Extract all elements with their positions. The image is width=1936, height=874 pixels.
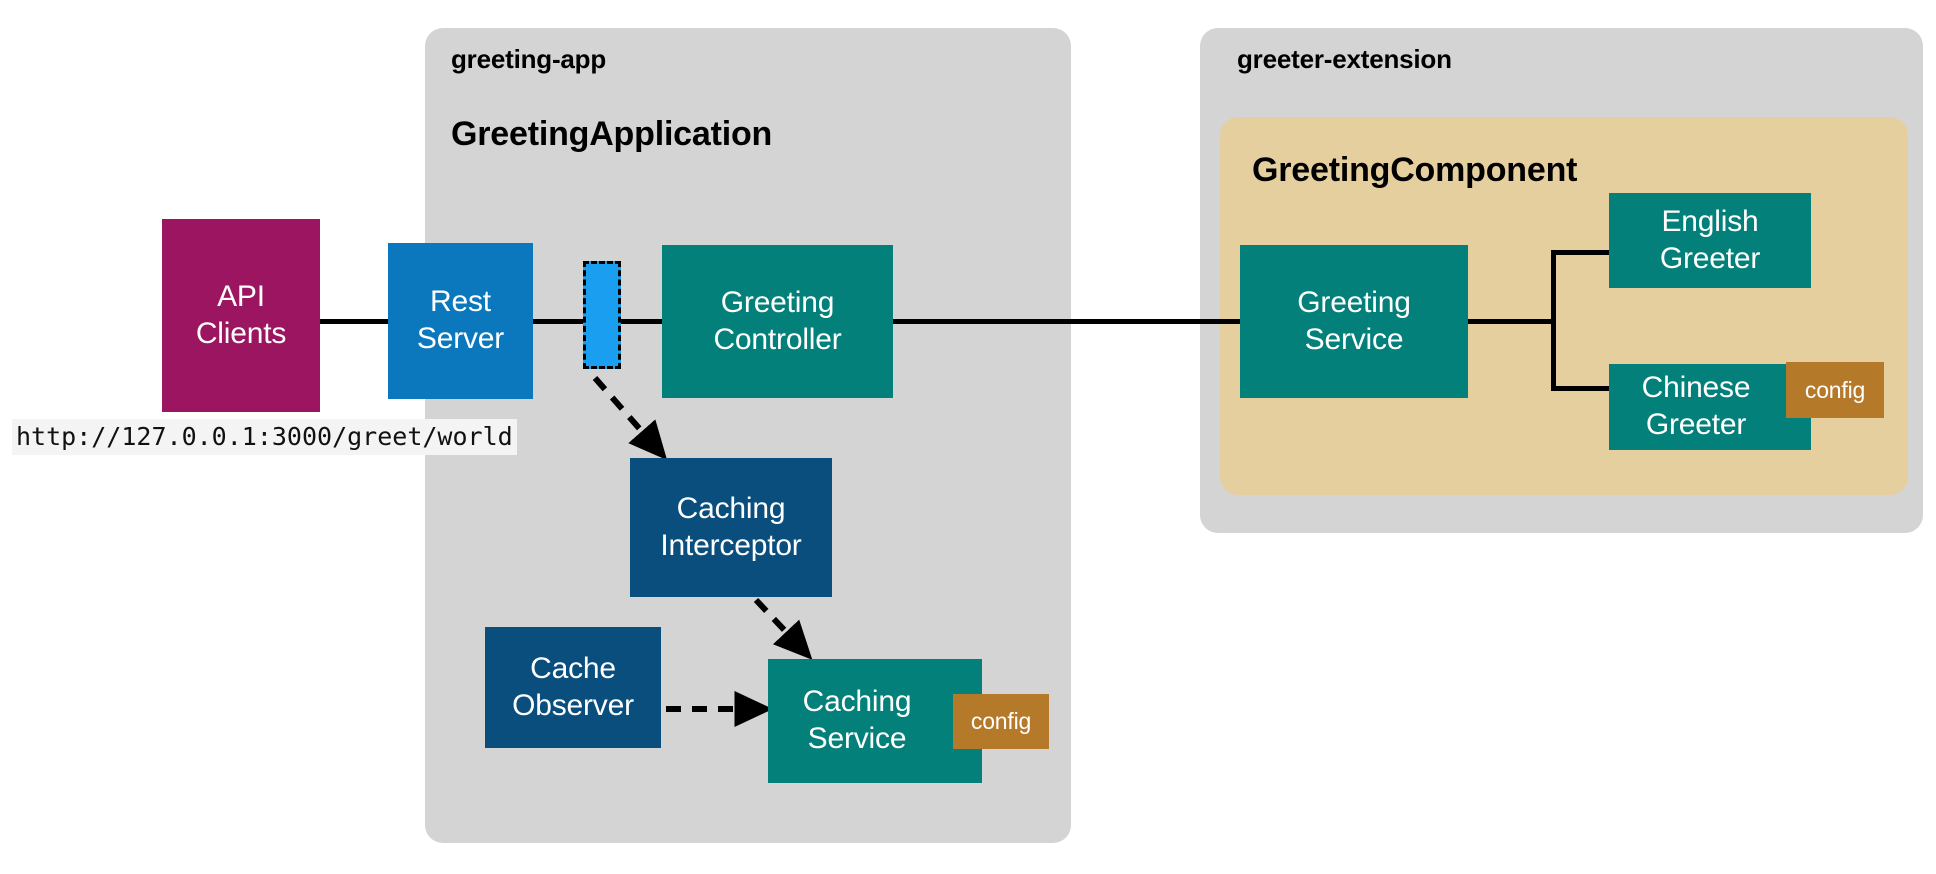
- node-rest-server-line1: Rest: [430, 285, 491, 319]
- node-greeting-service[interactable]: Greeting Service: [1240, 245, 1468, 398]
- node-cache-observer-text: Cache Observer: [512, 651, 634, 724]
- connector-greeting-controller-to-greeting-service: [889, 319, 1244, 324]
- node-caching-interceptor-line2: Interceptor: [660, 528, 802, 562]
- node-caching-service-line2: Service: [807, 722, 907, 755]
- node-interceptor-marker[interactable]: [583, 261, 621, 369]
- node-english-greeter-line1: English: [1661, 204, 1759, 238]
- node-rest-server[interactable]: Rest Server: [388, 243, 533, 399]
- node-api-clients-text: API Clients: [195, 279, 287, 352]
- node-greeting-controller-text: Greeting Controller: [713, 285, 841, 358]
- badge-caching-service-config[interactable]: config: [953, 694, 1049, 749]
- connector-branch-to-chinese-greeter: [1551, 386, 1613, 391]
- node-rest-server-line2: Server: [416, 322, 505, 355]
- node-greeting-service-line1: Greeting: [1297, 285, 1411, 319]
- connector-greeting-service-branch-stem: [1464, 319, 1556, 324]
- connector-api-clients-to-rest-server: [316, 319, 392, 324]
- node-caching-service-line1: Caching: [802, 685, 912, 719]
- node-api-clients[interactable]: API Clients: [162, 219, 320, 412]
- node-cache-observer-line2: Observer: [512, 688, 634, 722]
- node-caching-service-text: Caching Service: [803, 684, 912, 757]
- node-english-greeter[interactable]: English Greeter: [1609, 193, 1811, 288]
- connector-branch-to-english-greeter: [1551, 250, 1613, 255]
- node-greeting-controller-line2: Controller: [713, 322, 842, 356]
- node-caching-interceptor[interactable]: Caching Interceptor: [630, 458, 832, 597]
- node-greeting-controller[interactable]: Greeting Controller: [662, 245, 893, 398]
- label-greeting-app: greeting-app: [451, 44, 607, 74]
- connector-greeting-service-branch-spine: [1551, 250, 1556, 391]
- annotation-request-url: http://127.0.0.1:3000/greet/world: [12, 419, 517, 455]
- node-greeting-service-line2: Service: [1304, 322, 1404, 356]
- node-rest-server-text: Rest Server: [417, 284, 504, 357]
- node-cache-observer-line1: Cache: [530, 651, 616, 685]
- label-greeting-component: GreetingComponent: [1252, 151, 1578, 189]
- node-caching-interceptor-text: Caching Interceptor: [660, 491, 801, 564]
- node-chinese-greeter-line1: Chinese: [1641, 371, 1751, 405]
- label-greeting-application: GreetingApplication: [451, 115, 773, 153]
- badge-chinese-greeter-config[interactable]: config: [1786, 362, 1884, 418]
- node-chinese-greeter-line2: Greeter: [1645, 408, 1747, 441]
- node-chinese-greeter-text: Chinese Greeter: [1642, 370, 1751, 443]
- node-caching-service[interactable]: Caching Service: [768, 659, 982, 783]
- label-greeter-extension: greeter-extension: [1237, 44, 1452, 74]
- node-cache-observer[interactable]: Cache Observer: [485, 627, 661, 748]
- node-english-greeter-text: English Greeter: [1659, 204, 1761, 277]
- node-greeting-service-text: Greeting Service: [1297, 285, 1411, 358]
- node-chinese-greeter[interactable]: Chinese Greeter: [1609, 364, 1811, 450]
- node-english-greeter-line2: Greeter: [1659, 241, 1761, 275]
- node-caching-interceptor-line1: Caching: [676, 491, 786, 525]
- node-api-clients-line2: Clients: [195, 316, 287, 350]
- node-greeting-controller-line1: Greeting: [720, 285, 835, 319]
- node-api-clients-line1: API: [217, 279, 265, 313]
